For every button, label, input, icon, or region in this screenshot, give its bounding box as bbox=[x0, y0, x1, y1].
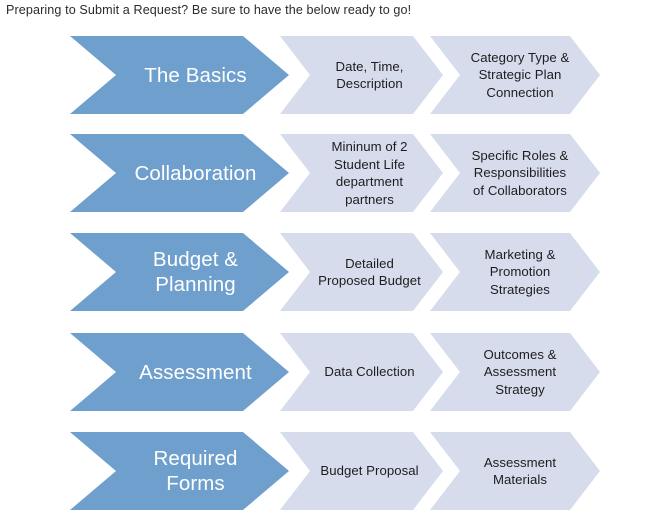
stage-label: Budget &Planning bbox=[152, 248, 239, 296]
page-title: Preparing to Submit a Request? Be sure t… bbox=[6, 3, 412, 17]
process-row: The Basics Date, Time,Description Catego… bbox=[0, 36, 650, 114]
detail-chevron-1[interactable]: Date, Time,Description bbox=[280, 36, 443, 114]
stage-chevron[interactable]: Budget &Planning bbox=[70, 233, 289, 311]
stage-label: The Basics bbox=[144, 63, 247, 87]
detail-chevron-1[interactable]: Data Collection bbox=[280, 333, 443, 411]
detail-label-1: Data Collection bbox=[324, 364, 415, 380]
stage-label: Assessment bbox=[139, 360, 252, 384]
detail-label-1: Date, Time,Description bbox=[335, 58, 404, 92]
process-row: Assessment Data Collection Outcomes &Ass… bbox=[0, 333, 650, 411]
stage-chevron[interactable]: Collaboration bbox=[70, 134, 289, 212]
stage-label: Collaboration bbox=[134, 161, 257, 185]
detail-chevron-1[interactable]: Budget Proposal bbox=[280, 432, 443, 510]
detail-label-1: Budget Proposal bbox=[320, 463, 419, 479]
stage-chevron[interactable]: The Basics bbox=[70, 36, 289, 114]
stage-chevron[interactable]: Assessment bbox=[70, 333, 289, 411]
